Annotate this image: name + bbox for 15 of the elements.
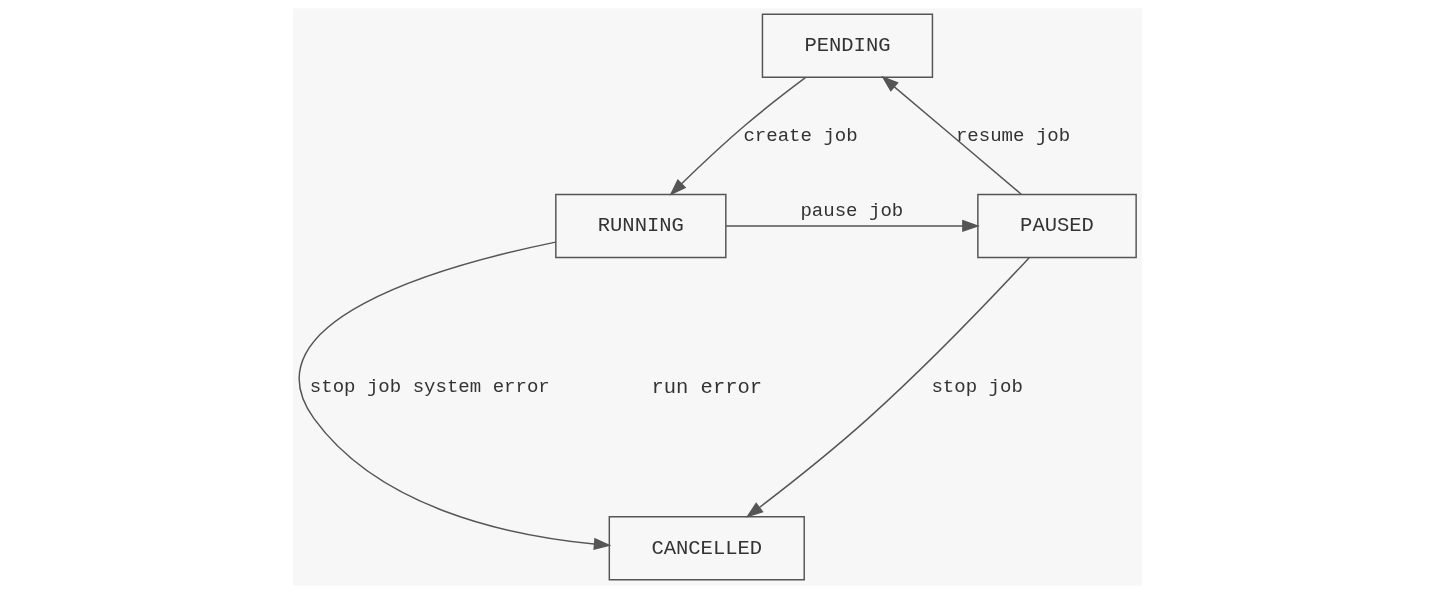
edge-label: stop job <box>930 376 1023 399</box>
arrow <box>880 75 1022 195</box>
node-box: RUNNING <box>554 193 727 259</box>
node-box: PENDING <box>761 13 933 78</box>
label: run error <box>650 375 762 399</box>
edge-label: stop job system error <box>309 376 550 399</box>
edge-label: create job <box>742 124 858 147</box>
arrow <box>668 76 806 196</box>
node-box: CANCELLED <box>608 516 805 581</box>
arrow <box>745 256 1030 518</box>
arrow <box>724 219 980 233</box>
edge-label: pause job <box>799 200 903 223</box>
arrow <box>298 241 611 551</box>
node-box: PAUSED <box>976 193 1137 259</box>
edge-label: resume job <box>955 124 1070 147</box>
